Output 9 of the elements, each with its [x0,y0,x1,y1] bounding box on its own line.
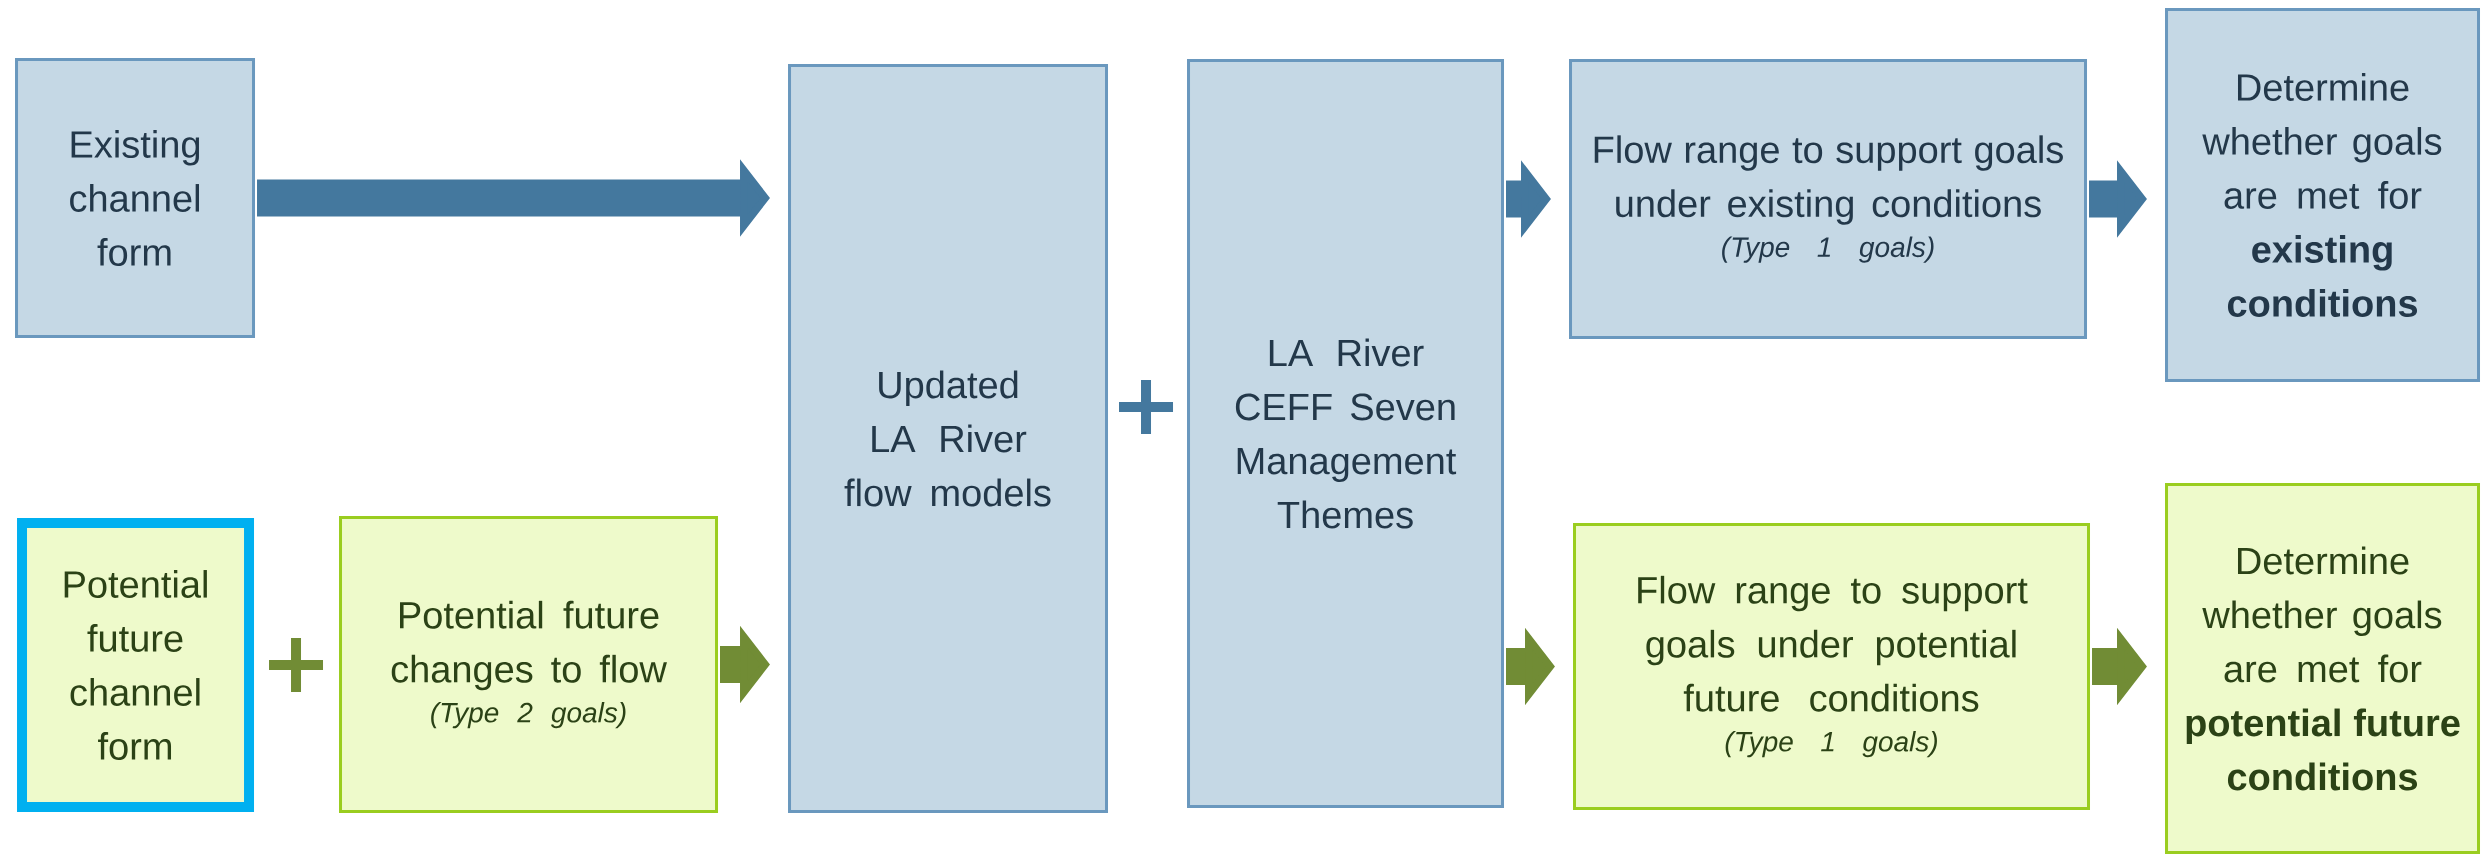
process-box: Updated LA River flow models [788,64,1108,813]
process-box: Determine whether goals are met for existing conditions [2165,8,2480,382]
process-box: Flow range to support goals under potential future conditions (Type 1 goals) [1573,523,2090,810]
process-box: Determine whether goals are met for potential future conditions [2165,483,2480,854]
process-box: LA River CEFF Seven Management Themes [1187,59,1504,808]
process-box: Flow range to support goals under existing conditions (Type 1 goals) [1569,59,2087,339]
process-box: Existing channel form [15,58,255,338]
process-box: Potential future changes to flow (Type 2 goals) [339,516,718,813]
process-box: Potential future channel form [17,518,254,812]
